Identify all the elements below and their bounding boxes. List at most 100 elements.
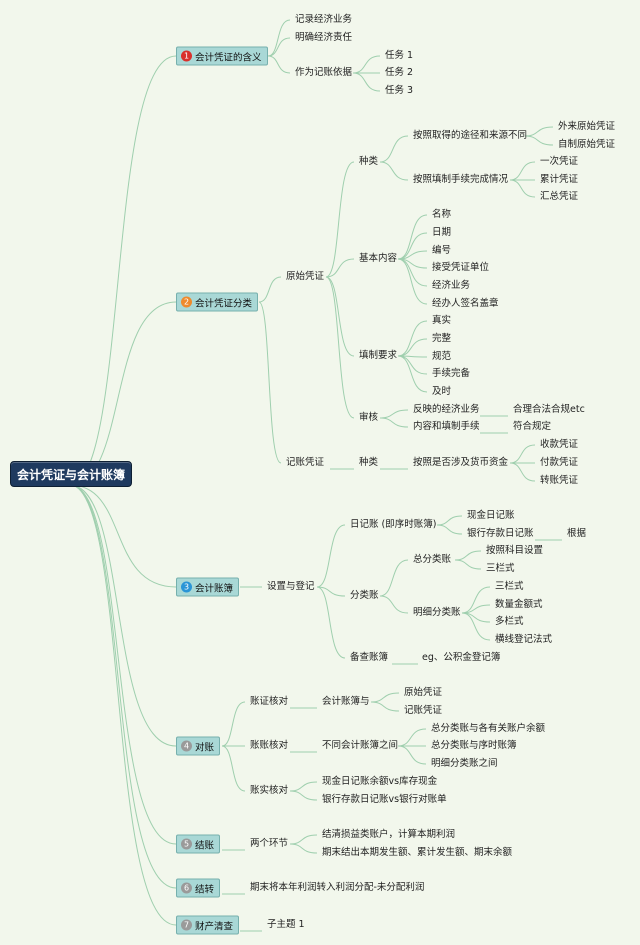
node-text[interactable]: 账实核对 [250, 785, 289, 796]
node-text[interactable]: 三栏式 [486, 563, 515, 574]
node-text[interactable]: 经济业务 [432, 280, 471, 291]
node-text[interactable]: 任务 2 [385, 67, 414, 78]
node-text[interactable]: 收款凭证 [540, 439, 579, 450]
node-text[interactable]: 一次凭证 [540, 156, 579, 167]
node-text[interactable]: 基本内容 [359, 253, 398, 264]
connector-line [509, 179, 536, 198]
node-text[interactable]: 银行存款日记账vs银行对账单 [322, 794, 447, 805]
connector-line [397, 320, 428, 357]
node-text[interactable]: 外来原始凭证 [558, 121, 616, 132]
node-text[interactable]: 作为记账依据 [295, 67, 353, 78]
connector-line [461, 612, 491, 641]
node-text[interactable]: 三栏式 [495, 581, 524, 592]
node-text[interactable]: 及时 [432, 386, 452, 397]
node-text[interactable]: 设置与登记 [267, 581, 315, 592]
node-text[interactable]: 期末将本年利润转入利润分配-未分配利润 [250, 882, 425, 893]
connector-line [397, 258, 428, 305]
topic-property-inventory[interactable]: 7 财产清查 [176, 915, 240, 935]
node-text[interactable]: 总分类账与序时账簿 [431, 740, 517, 751]
node-text[interactable]: 记账凭证 [286, 457, 325, 468]
node-text[interactable]: 期末结出本期发生额、累计发生额、期末余额 [322, 847, 513, 858]
node-text[interactable]: 明细分类账之间 [431, 758, 498, 769]
connector-line [509, 161, 536, 181]
node-text[interactable]: 子主题 1 [267, 919, 305, 930]
node-text[interactable]: 总分类账 [413, 554, 452, 565]
topic-voucher-meaning[interactable]: 1 会计凭证的含义 [176, 46, 268, 66]
node-text[interactable]: 不同会计账簿之间 [322, 740, 399, 751]
node-text[interactable]: 账账核对 [250, 740, 289, 751]
connector-line [352, 55, 381, 74]
connector-line [379, 595, 409, 614]
node-text[interactable]: 原始凭证 [404, 687, 443, 698]
node-text[interactable]: 填制要求 [359, 350, 398, 361]
node-text[interactable]: 审核 [359, 412, 379, 423]
node-text[interactable]: 内容和填制手续 [413, 421, 480, 432]
node-text[interactable]: 按照取得的途径和来源不同 [413, 130, 528, 141]
node-text[interactable]: 日记账 (即序时账簿) [350, 519, 437, 530]
node-text[interactable]: 按照填制手续完成情况 [413, 174, 509, 185]
node-text[interactable]: 付款凭证 [540, 457, 579, 468]
node-text[interactable]: 编号 [432, 245, 452, 256]
node-text[interactable]: 规范 [432, 351, 452, 362]
node-text[interactable]: 任务 3 [385, 85, 414, 96]
connector-line [379, 135, 409, 163]
node-text[interactable]: 按照科目设置 [486, 545, 544, 556]
node-text[interactable]: 符合规定 [513, 421, 552, 432]
node-text[interactable]: 种类 [359, 457, 379, 468]
node-text[interactable]: 总分类账与各有关账户余额 [431, 723, 546, 734]
node-text[interactable]: 原始凭证 [286, 271, 325, 282]
node-text[interactable]: 名称 [432, 209, 452, 220]
node-text[interactable]: 分类账 [350, 590, 379, 601]
topic-account-books[interactable]: 3 会计账簿 [176, 577, 240, 597]
connector-line [325, 161, 355, 278]
topic-closing[interactable]: 5 结账 [176, 834, 221, 854]
node-text[interactable]: 经办人签名盖章 [432, 298, 499, 309]
node-text[interactable]: 按照是否涉及货币资金 [413, 457, 509, 468]
node-text[interactable]: 汇总凭证 [540, 191, 579, 202]
node-text[interactable]: 记录经济业务 [295, 14, 353, 25]
node-text[interactable]: 备查账簿 [350, 652, 389, 663]
topic-label: 会计账簿 [195, 583, 234, 594]
node-text[interactable]: 反映的经济业务 [413, 404, 480, 415]
node-text[interactable]: 自制原始凭证 [558, 139, 616, 150]
connector-line [258, 301, 282, 464]
node-text[interactable]: 合理合法合规etc [513, 404, 585, 415]
node-text[interactable]: 现金日记账余额vs库存现金 [322, 776, 438, 787]
node-text[interactable]: eg、公积金登记簿 [422, 652, 501, 663]
node-text[interactable]: 现金日记账 [467, 510, 515, 521]
connector-line [379, 559, 409, 597]
node-text[interactable]: 真实 [432, 315, 452, 326]
node-text[interactable]: 结清损益类账户，计算本期利润 [322, 829, 456, 840]
node-text[interactable]: 日期 [432, 227, 452, 238]
node-text[interactable]: 明细分类账 [413, 607, 461, 618]
node-text[interactable]: 累计凭证 [540, 174, 579, 185]
connector-line [524, 135, 554, 146]
node-text[interactable]: 数量金额式 [495, 599, 543, 610]
root-topic[interactable]: 会计凭证与会计账簿 [10, 461, 132, 487]
connector-line [352, 72, 381, 92]
node-text[interactable]: 接受凭证单位 [432, 262, 490, 273]
node-text[interactable]: 种类 [359, 156, 379, 167]
connector-line [289, 843, 318, 854]
node-text[interactable]: 多栏式 [495, 616, 524, 627]
connector-line [69, 484, 177, 889]
node-text[interactable]: 明确经济责任 [295, 32, 353, 43]
node-text[interactable]: 任务 1 [385, 50, 414, 61]
connector-line [69, 55, 177, 486]
topic-reconciliation[interactable]: 4 对账 [176, 736, 221, 756]
node-text[interactable]: 会计账簿与 [322, 696, 370, 707]
node-text[interactable]: 记账凭证 [404, 705, 443, 716]
node-text[interactable]: 手续完备 [432, 368, 471, 379]
connector-line [397, 232, 428, 260]
node-text[interactable]: 两个环节 [250, 838, 289, 849]
node-text[interactable]: 银行存款日记账 [467, 528, 534, 539]
node-text[interactable]: 账证核对 [250, 696, 289, 707]
topic-voucher-classification[interactable]: 2 会计凭证分类 [176, 292, 259, 312]
node-text[interactable]: 横线登记法式 [495, 634, 553, 645]
connector-line [370, 701, 400, 712]
node-text[interactable]: 根据 [567, 528, 587, 539]
node-text[interactable]: 完整 [432, 333, 452, 344]
node-text[interactable]: 转账凭证 [540, 475, 579, 486]
topic-carry-forward[interactable]: 6 结转 [176, 878, 221, 898]
